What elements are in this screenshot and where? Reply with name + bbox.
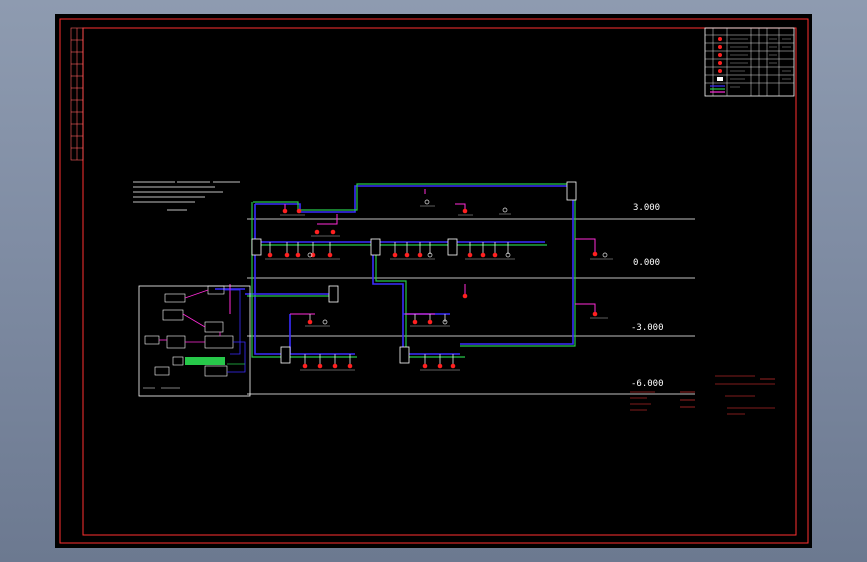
pipe-network-magenta: [229, 189, 596, 315]
level-label-0000: 0.000: [633, 258, 661, 268]
riser-boxes: [251, 181, 577, 364]
inner-frame: [82, 27, 797, 536]
left-title-strip: [70, 27, 84, 161]
pipe-network-white: [269, 242, 509, 366]
pipe-network-blue: [215, 185, 574, 355]
device-labels: [265, 205, 613, 371]
legend-table: [704, 27, 795, 97]
drawing-canvas: [59, 18, 809, 544]
pipe-network-green: [247, 183, 576, 358]
devices-red: [267, 208, 598, 369]
control-panel-diagram: [138, 285, 251, 397]
level-label-3000: 3.000: [633, 203, 661, 213]
level-lines: [247, 218, 695, 395]
devices-white: [307, 199, 608, 325]
drawing-sheet: 3.000 0.000 -3.000 -6.000: [55, 14, 812, 548]
level-label-minus-3000: -3.000: [631, 323, 664, 333]
notes-block: [133, 181, 240, 211]
annotations-red: [630, 375, 775, 415]
level-label-minus-6000: -6.000: [631, 379, 664, 389]
outer-frame: [59, 18, 809, 544]
